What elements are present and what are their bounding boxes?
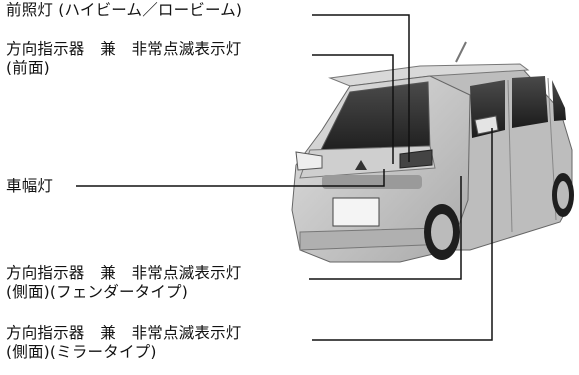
label-position-lamp: 車幅灯 <box>6 177 53 196</box>
leader-line-front-turn <box>312 54 394 164</box>
leader-line-fender-turn <box>309 176 462 280</box>
label-front-turn-line2: (前面) <box>6 59 50 77</box>
label-fender-turn-line1: 方向指示器 兼 非常点滅表示灯 <box>6 264 242 282</box>
license-plate <box>332 197 380 227</box>
leader-line-position <box>76 169 385 187</box>
label-mirror-turn-signal: 方向指示器 兼 非常点滅表示灯 (側面)(ミラータイプ) <box>6 324 242 362</box>
front-wheel-rim <box>431 214 453 250</box>
label-headlamp-text: 前照灯 (ハイビーム／ロービーム) <box>6 1 243 19</box>
leader-line-headlamp <box>312 14 410 162</box>
antenna <box>455 41 467 63</box>
side-window-rear <box>512 76 548 128</box>
label-mirror-turn-line2: (側面)(ミラータイプ) <box>6 343 157 361</box>
rear-wheel-rim <box>557 181 569 209</box>
side-window-back <box>552 80 566 121</box>
leader-line-mirror-turn <box>312 128 493 341</box>
door-line <box>507 79 513 233</box>
label-front-turn-line1: 方向指示器 兼 非常点滅表示灯 <box>6 40 242 58</box>
label-fender-turn-line2: (側面)(フェンダータイプ) <box>6 283 188 301</box>
emblem <box>355 160 367 170</box>
label-fender-turn-signal: 方向指示器 兼 非常点滅表示灯 (側面)(フェンダータイプ) <box>6 264 242 302</box>
headlamp-left <box>295 151 323 171</box>
headlamp-right <box>399 149 433 169</box>
label-headlamp: 前照灯 (ハイビーム／ロービーム) <box>6 1 242 20</box>
label-mirror-turn-line1: 方向指示器 兼 非常点滅表示灯 <box>6 324 242 342</box>
label-front-turn-signal: 方向指示器 兼 非常点滅表示灯 (前面) <box>6 40 242 78</box>
label-position-lamp-text: 車幅灯 <box>6 177 54 195</box>
